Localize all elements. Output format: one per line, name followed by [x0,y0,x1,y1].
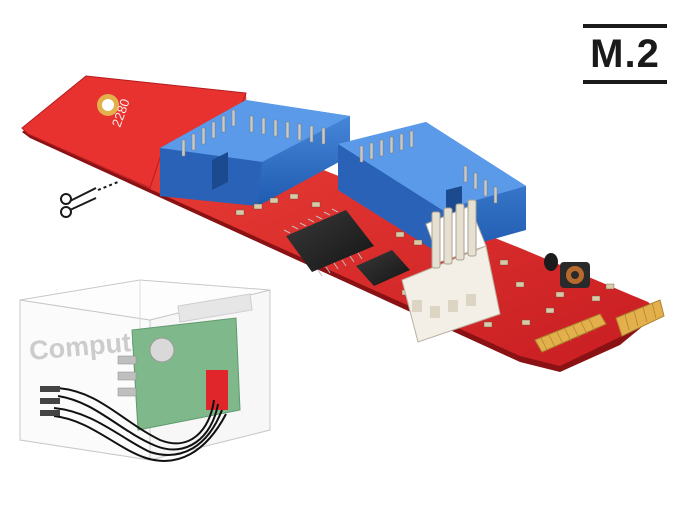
capacitor [544,253,558,271]
cut-line [97,181,119,191]
usb-header-left [160,100,350,206]
badge-text: M.2 [590,32,660,76]
controller-chip [283,208,374,277]
cables [53,387,227,462]
badge-bottom-rule [583,80,667,84]
power-connector [401,199,501,343]
usb-header-right [338,122,526,254]
computer-illustration: Computer [19,279,271,462]
installed-card [206,370,228,410]
mounting-hole-center [102,99,114,111]
m2-badge: M.2 [583,24,667,84]
front-usb-plugs [40,386,60,416]
badge-top-rule [583,24,667,28]
drive-bay [177,293,253,323]
small-ic [356,250,410,286]
inductor [560,262,590,288]
cpu-fan [149,337,175,363]
contact-lines [540,302,657,351]
scissors-icon [60,187,97,218]
